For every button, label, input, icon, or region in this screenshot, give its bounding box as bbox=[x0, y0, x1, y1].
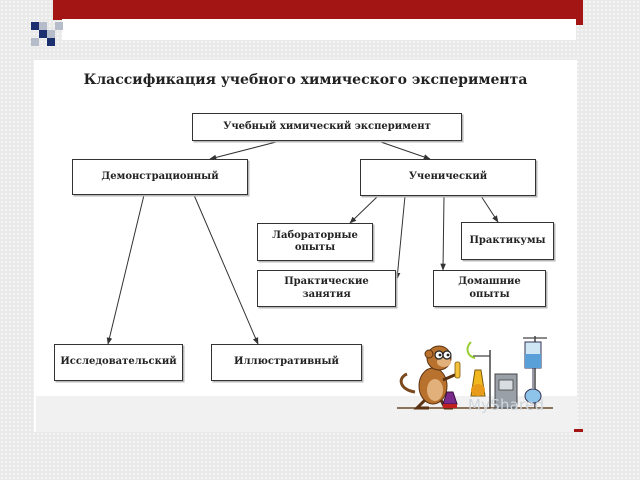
arrow-demonstration-to-illustrative bbox=[193, 194, 259, 345]
arrow-demonstration-to-research bbox=[106, 194, 145, 345]
header-strip bbox=[62, 19, 576, 40]
top-accent-bar bbox=[53, 0, 583, 20]
arrow-root-to-demonstration bbox=[209, 140, 281, 161]
node-practicum-label: Практикумы bbox=[469, 234, 546, 246]
decor-square bbox=[47, 30, 55, 38]
node-lab-line2: опыты bbox=[294, 242, 336, 253]
node-student: Ученический bbox=[360, 159, 536, 196]
panel-bottom-shade bbox=[36, 396, 577, 432]
slide-title: Классификация учебного химического экспе… bbox=[83, 72, 528, 88]
arrow-student-to-practicum bbox=[480, 195, 499, 223]
node-illustrative-label: Иллюстративный bbox=[234, 356, 339, 368]
node-home-line2: опыты bbox=[469, 288, 510, 300]
node-lab-line1: Лабораторные bbox=[272, 229, 358, 241]
node-research-label: Исследовательский bbox=[60, 356, 177, 368]
node-home-experiments: Домашние опыты bbox=[433, 270, 546, 307]
watermark: MyShared bbox=[468, 396, 545, 414]
node-practical-line1: Практические bbox=[284, 276, 369, 287]
node-root: Учебный химический эксперимент bbox=[192, 113, 462, 141]
arrow-student-to-lab bbox=[349, 195, 379, 224]
arrow-student-to-practical bbox=[394, 195, 406, 280]
decor-square bbox=[39, 30, 47, 38]
node-demonstration: Демонстрационный bbox=[72, 159, 248, 195]
decor-square bbox=[31, 22, 39, 30]
node-student-label: Ученический bbox=[408, 171, 488, 183]
bottom-accent bbox=[574, 429, 583, 432]
decor-square bbox=[55, 22, 63, 30]
node-illustrative: Иллюстративный bbox=[211, 344, 362, 381]
node-lab-experiments: Лабораторные опыты bbox=[257, 223, 373, 261]
node-home-line1: Домашние bbox=[458, 276, 521, 287]
arrow-root-to-student bbox=[377, 140, 431, 160]
top-accent-corner bbox=[576, 20, 583, 25]
decor-square bbox=[47, 38, 55, 46]
node-research: Исследовательский bbox=[54, 344, 183, 381]
decor-square bbox=[39, 22, 47, 30]
node-practical-line2: занятия bbox=[302, 288, 351, 300]
decor-square bbox=[31, 38, 39, 46]
node-practicum: Практикумы bbox=[461, 222, 554, 260]
arrow-student-to-home bbox=[440, 195, 446, 271]
node-practical-classes: Практические занятия bbox=[257, 270, 396, 307]
chemist-monkey-illustration bbox=[397, 336, 553, 410]
node-demonstration-label: Демонстрационный bbox=[101, 170, 219, 182]
node-root-label: Учебный химический эксперимент bbox=[223, 120, 431, 132]
